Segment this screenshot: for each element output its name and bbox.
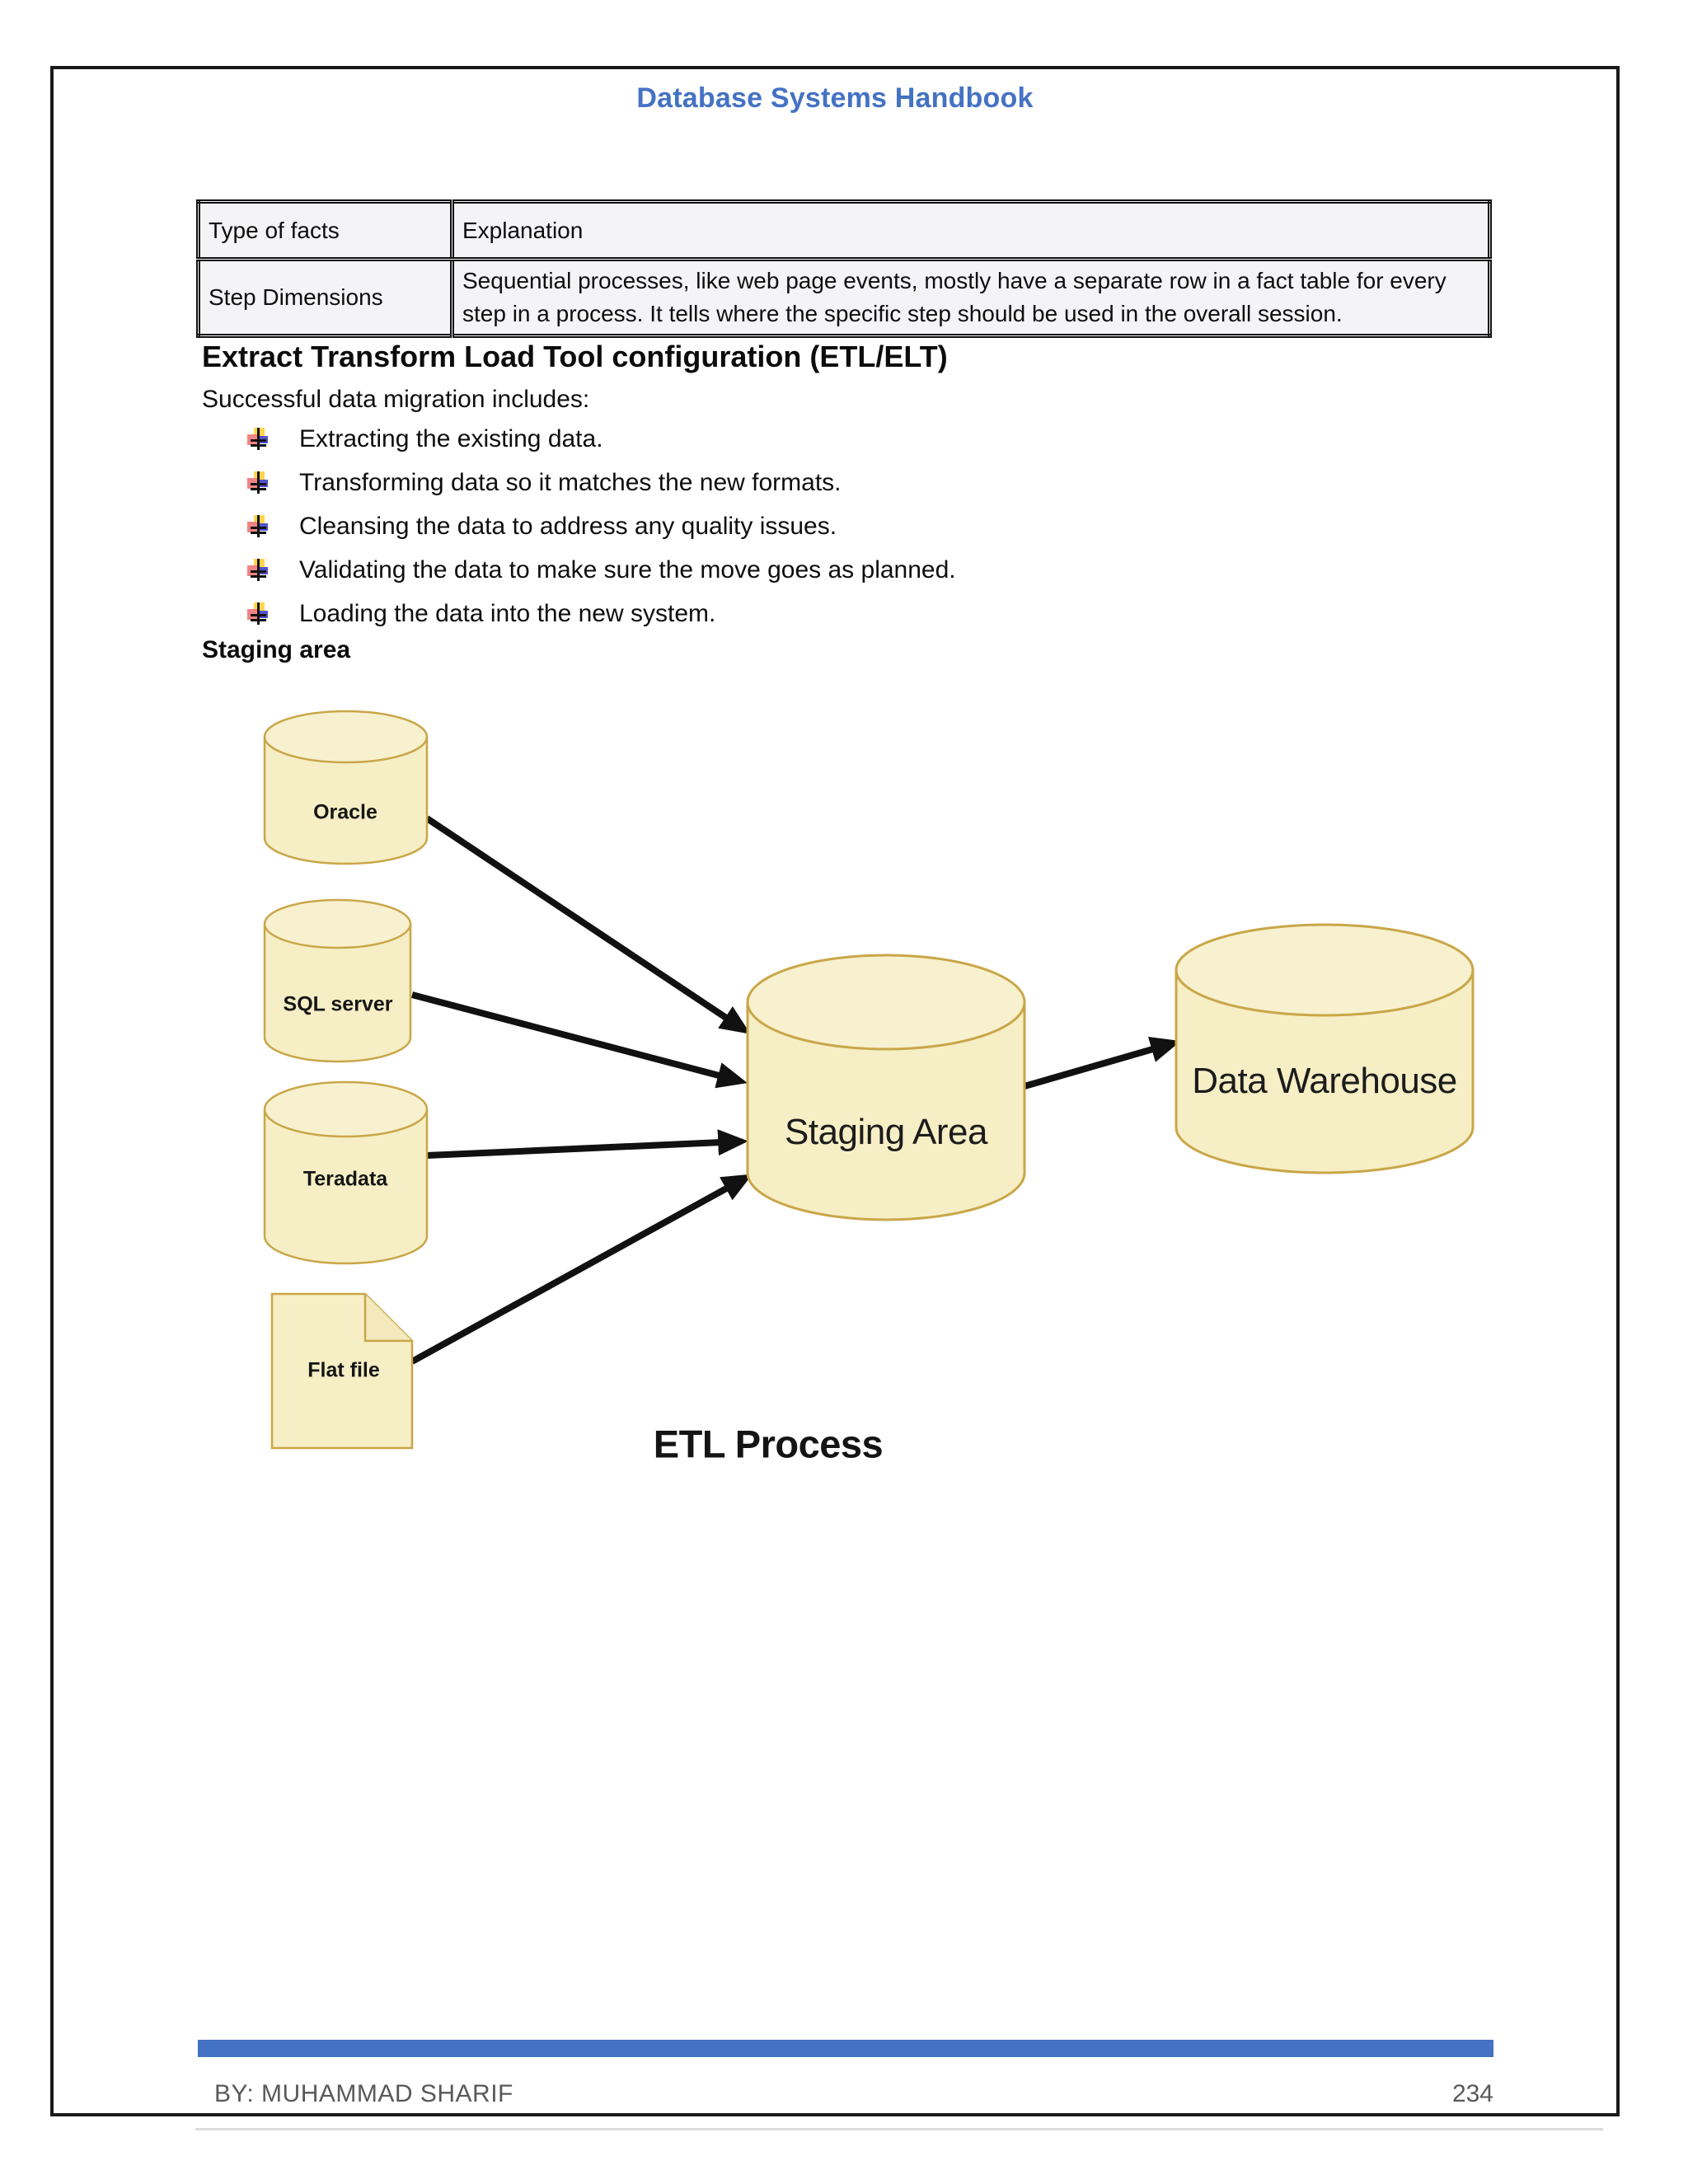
arrow-flatfile-to-staging [410,1174,753,1365]
next-page-edge [195,2128,1603,2130]
list-item-text: Cleansing the data to address any qualit… [299,512,837,540]
arrow-group [410,815,1181,1365]
arrow-staging-to-warehouse [1023,1036,1181,1090]
section-heading: Extract Transform Load Tool configuratio… [202,340,948,373]
table-row: Step Dimensions Sequential processes, li… [197,258,1491,337]
teradata-cylinder-icon [263,1080,429,1265]
list-item-text: Validating the data to make sure the mov… [299,555,956,583]
list-item: Cleansing the data to address any qualit… [247,504,956,548]
table-header-explanation: Explanation [450,200,1491,261]
data-warehouse-cylinder-icon [1175,923,1475,1174]
staging-area-label: Staging area [202,636,351,663]
list-item: Validating the data to make sure the mov… [247,548,956,592]
flat-file-label: Flat file [307,1358,380,1382]
staging-area-cylinder-icon [746,954,1026,1221]
bullet-list: Extracting the existing data. Transformi… [247,417,956,635]
oracle-cylinder-icon [263,710,429,865]
colored-cross-bullet-icon [247,471,270,494]
data-warehouse-node-label: Data Warehouse [1192,1061,1457,1101]
arrow-teradata-to-staging [426,1129,748,1159]
footer-author: BY: MUHAMMAD SHARIF [214,2080,513,2107]
footer-page-number: 234 [1451,2080,1493,2107]
table-header-type: Type of facts [197,200,453,261]
facts-table: Type of facts Explanation Step Dimension… [196,199,1492,338]
footer-accent-bar [198,2040,1493,2057]
teradata-label: Teradata [302,1167,388,1191]
sqlserver-label: SQL server [283,992,393,1016]
page-title: Database Systems Handbook [636,82,1034,114]
colored-cross-bullet-icon [247,428,270,450]
diagram-caption: ETL Process [653,1422,884,1466]
colored-cross-bullet-icon [247,515,270,537]
section-intro: Successful data migration includes: [202,386,590,413]
list-item: Transforming data so it matches the new … [247,461,956,504]
table-cell-explanation: Sequential processes, like web page even… [450,258,1491,337]
list-item-text: Transforming data so it matches the new … [299,468,842,496]
flat-file-icon [270,1292,414,1450]
staging-area-node-label: Staging Area [785,1112,987,1152]
list-item-text: Extracting the existing data. [299,424,603,452]
table-cell-type: Step Dimensions [197,258,453,337]
colored-cross-bullet-icon [247,559,270,581]
colored-cross-bullet-icon [247,602,270,625]
arrow-sqlserver-to-staging [410,991,748,1089]
oracle-label: Oracle [313,800,377,824]
list-item-text: Loading the data into the new system. [299,599,716,627]
list-item: Loading the data into the new system. [247,592,956,635]
arrow-oracle-to-staging [424,815,751,1034]
list-item: Extracting the existing data. [247,417,956,461]
sqlserver-cylinder-icon [263,898,412,1063]
table-header-row: Type of facts Explanation [197,200,1491,261]
